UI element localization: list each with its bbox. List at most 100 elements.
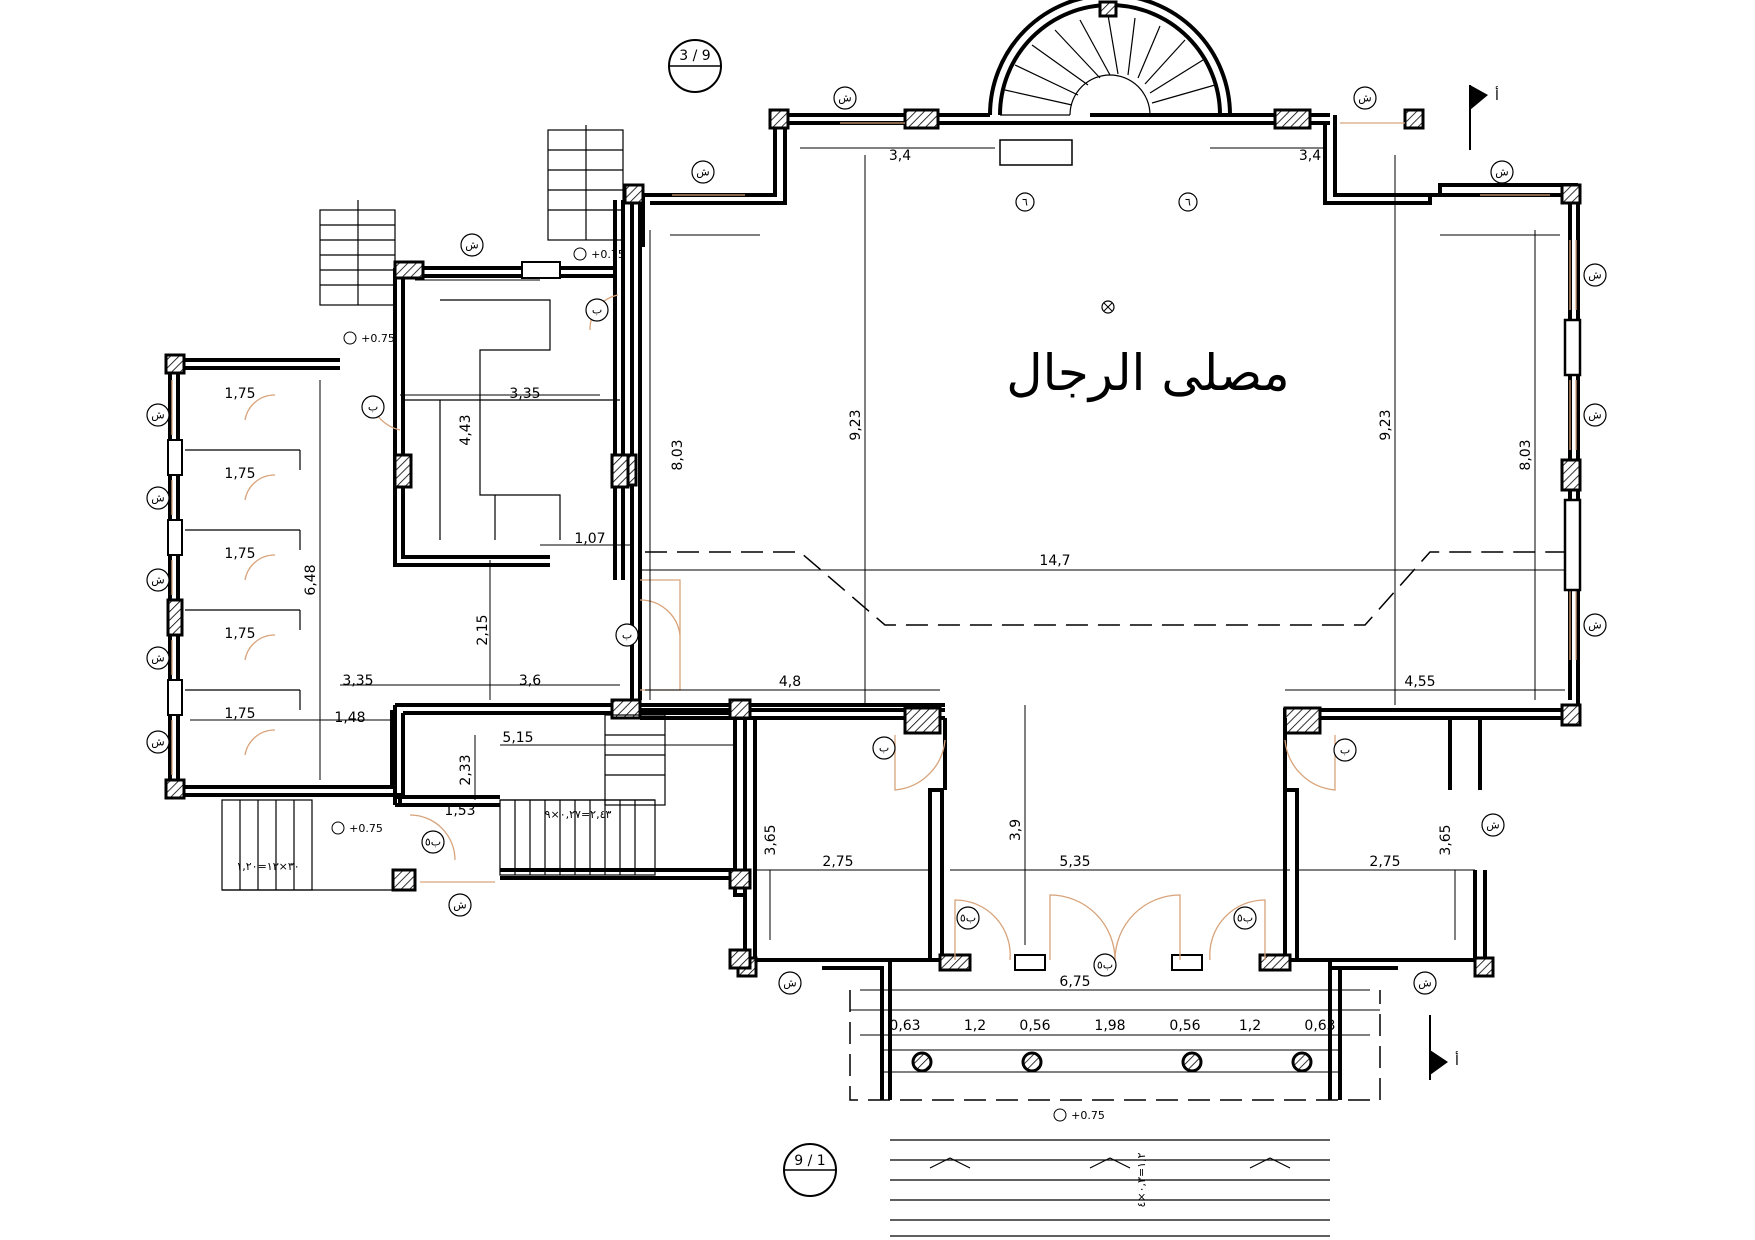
dim-room-height: 4,43 — [458, 414, 474, 445]
column-tag: ٦ — [1178, 192, 1198, 212]
window-tag: ش — [1481, 813, 1505, 837]
svg-text:ش: ش — [1418, 977, 1431, 990]
dim-side-left: 8,03 — [670, 439, 686, 470]
door-tag: ب٥ — [1233, 906, 1257, 930]
porch-seg-5: 0,56 — [1169, 1018, 1200, 1034]
dim-left-annex-h: 3,65 — [763, 824, 779, 855]
porch-seg-4: 1,98 — [1094, 1018, 1125, 1034]
window-tag: ش — [146, 646, 170, 670]
dim-left-annex-w: 2,75 — [822, 854, 853, 870]
svg-text:ب٥: ب٥ — [425, 836, 441, 849]
window-tag: ش — [691, 160, 715, 184]
dim-right-annex-w: 2,75 — [1369, 854, 1400, 870]
window-tag: ش — [146, 568, 170, 592]
dimension-labels: 14,7 9,23 9,23 8,03 8,03 4,8 4,55 5,35 3… — [224, 148, 1534, 1034]
door-tag: ب٥ — [956, 906, 980, 930]
dim-entrance: 5,35 — [1059, 854, 1090, 870]
stair-note-2: ٢,٤٣=٠,٢٧×٩ — [545, 808, 612, 821]
dim-toilet-5: 1,75 — [224, 706, 255, 722]
dim-lower-left: 4,8 — [779, 674, 801, 690]
section-arrow-top: أ — [1469, 85, 1499, 150]
section-arrow-bottom: أ — [1429, 1015, 1459, 1080]
center-mark — [1101, 300, 1115, 314]
door-tag: ب — [585, 298, 609, 322]
stair-note-1: ٣٠×١٣=١,٢٠ — [236, 860, 299, 873]
svg-text:ش: ش — [465, 239, 478, 252]
door-tag: ب — [361, 395, 385, 419]
right-windows — [672, 122, 1582, 660]
dim-lower-room-h: 2,33 — [458, 754, 474, 785]
svg-text:ب٥: ب٥ — [1237, 912, 1253, 925]
dim-toilet-4: 1,75 — [224, 626, 255, 642]
svg-text:ش: ش — [1486, 819, 1499, 832]
arrow-label-top: أ — [1495, 86, 1499, 104]
window-tag: ش — [1583, 403, 1607, 427]
svg-text:ب: ب — [622, 629, 632, 642]
stair-note-3: ١,٢=٠,٣×٤ — [1135, 1152, 1148, 1207]
window-tag: ش — [448, 893, 472, 917]
porch-seg-3: 0,56 — [1019, 1018, 1050, 1034]
column-tags: ٦ ٦ — [1015, 192, 1198, 212]
svg-text:٦: ٦ — [1022, 196, 1028, 209]
porch-seg-2: 1,2 — [964, 1018, 986, 1034]
svg-text:ش: ش — [453, 899, 466, 912]
dim-right-annex-h: 3,65 — [1438, 824, 1454, 855]
hall-title: مصلى الرجال — [1006, 344, 1289, 403]
left-wing — [164, 125, 945, 970]
dim-top-left: 3,4 — [889, 148, 911, 164]
porch-seg-6: 1,2 — [1239, 1018, 1261, 1034]
svg-text:ش: ش — [1588, 269, 1601, 282]
dim-corridor-width: 3,35 — [342, 673, 373, 689]
svg-text:ب: ب — [592, 304, 602, 317]
dimension-lines — [190, 147, 1565, 1036]
window-tag: ش — [1353, 86, 1377, 110]
dim-side-right: 8,03 — [1518, 439, 1534, 470]
svg-text:ش: ش — [1588, 619, 1601, 632]
dim-toilet-3: 1,75 — [224, 546, 255, 562]
section-marker-bottom: 9 / 1 — [783, 1143, 837, 1197]
arrow-label-bottom: أ — [1455, 1051, 1459, 1069]
spiral-stair — [988, 0, 1232, 166]
dim-room-width: 3,35 — [509, 386, 540, 402]
window-tag: ش — [833, 86, 857, 110]
window-tag: ش — [1583, 613, 1607, 637]
svg-text:ش: ش — [1358, 92, 1371, 105]
window-tag: ش — [1413, 971, 1437, 995]
window-tag: ش — [1583, 263, 1607, 287]
svg-text:ش: ش — [1495, 166, 1508, 179]
dim-lower-room-2: 1,53 — [444, 803, 475, 819]
section-top-label: 3 / 9 — [679, 48, 710, 64]
section-bottom-label: 9 / 1 — [794, 1153, 825, 1169]
dim-room-door: 1,07 — [574, 531, 605, 547]
svg-text:ب٥: ب٥ — [1097, 959, 1113, 972]
door-tags: ب ب ب ب ب ب٥ ب٥ ب٥ ب٥ — [361, 298, 1357, 977]
door-tag: ب٥ — [421, 830, 445, 854]
level-label-1: +0.75 — [361, 332, 395, 345]
dim-toilet-1: 1,75 — [224, 386, 255, 402]
dim-middle-height: 2,15 — [475, 614, 491, 645]
dim-lower-room: 5,15 — [502, 730, 533, 746]
svg-text:ب: ب — [879, 742, 889, 755]
svg-text:ش: ش — [1588, 409, 1601, 422]
stair-notes: ٣٠×١٣=١,٢٠ ٢,٤٣=٠,٢٧×٩ ١,٢=٠,٣×٤ — [236, 808, 1148, 1208]
dim-height-right: 9,23 — [1378, 409, 1394, 440]
column-tag: ٦ — [1015, 192, 1035, 212]
svg-text:ش: ش — [151, 409, 164, 422]
window-tag: ش — [146, 730, 170, 754]
entrance-block — [736, 718, 1495, 1100]
svg-text:ش: ش — [151, 574, 164, 587]
window-tag: ش — [778, 971, 802, 995]
porch — [849, 990, 1381, 1237]
dim-middle-width: 3,6 — [519, 673, 541, 689]
door-tag: ب٥ — [1093, 953, 1117, 977]
svg-text:ب: ب — [1340, 744, 1350, 757]
dim-main-width: 14,7 — [1039, 553, 1070, 569]
window-tag: ش — [146, 403, 170, 427]
svg-text:ش: ش — [838, 92, 851, 105]
ceiling-outline — [640, 551, 1570, 626]
window-tag: ش — [146, 486, 170, 510]
dim-lower-right: 4,55 — [1404, 674, 1435, 690]
level-markers: +0.75 +0.75 +0.75 +0.75 — [331, 247, 1105, 1122]
dim-toilet-2: 1,75 — [224, 466, 255, 482]
